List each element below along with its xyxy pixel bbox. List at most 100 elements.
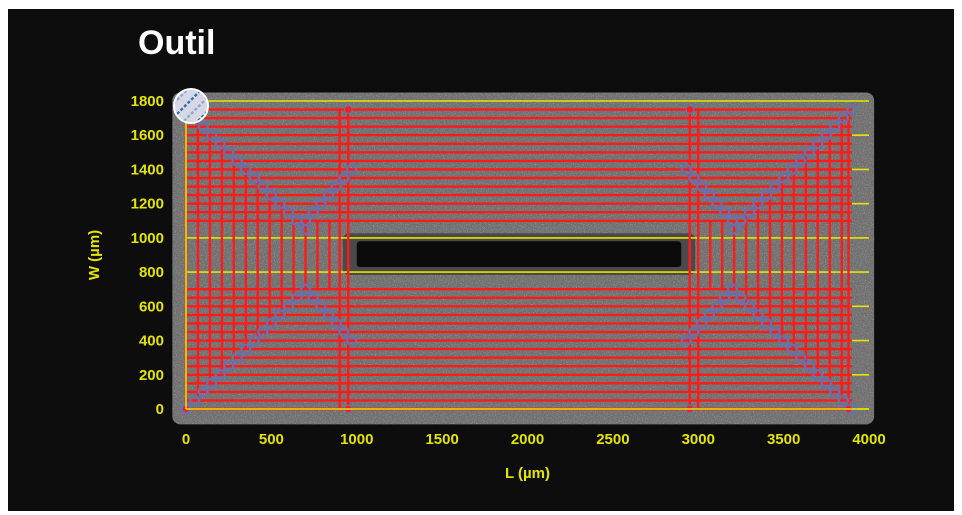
- x-tick-label: 1000: [340, 431, 373, 448]
- tool-icon-disc: [173, 88, 209, 124]
- toolpath-node: [735, 292, 747, 304]
- toolpath-node: [812, 369, 824, 381]
- toolpath-node: [307, 292, 319, 304]
- tool-icon-stroke: [175, 90, 200, 115]
- x-axis-label: L (µm): [505, 465, 550, 482]
- x-tick-label: 2000: [511, 431, 544, 448]
- x-tick-label: 3500: [767, 431, 800, 448]
- tool-icon: [173, 88, 209, 124]
- toolpath-node: [703, 309, 715, 321]
- toolpath-node: [743, 206, 756, 218]
- toolpath-node: [726, 283, 739, 295]
- toolpath-node: [688, 326, 700, 338]
- toolpath-node: [812, 138, 824, 150]
- toolpath-node: [346, 334, 358, 347]
- toolpath-node: [696, 180, 708, 193]
- toolpath-node: [778, 172, 790, 184]
- toolpath-node: [711, 300, 723, 312]
- toolpath-node: [338, 172, 350, 184]
- toolpath-node: [760, 189, 773, 201]
- toolpath-node: [223, 146, 235, 158]
- toolpath-node: [265, 189, 277, 201]
- toolpath-node: [703, 189, 715, 201]
- toolpath-node: [282, 300, 295, 312]
- toolpath-node: [778, 334, 790, 347]
- toolpath-node: [231, 352, 243, 364]
- toolpath-node: [795, 352, 807, 364]
- toolpath-node: [214, 369, 226, 381]
- toolpath-node: [231, 155, 243, 167]
- toolpath-node: [719, 292, 731, 304]
- toolpath-node: [803, 360, 815, 372]
- y-tick-label: 200: [139, 367, 164, 384]
- toolpath-node: [315, 198, 327, 210]
- toolpath-node: [299, 283, 312, 295]
- y-tick-label: 400: [139, 333, 164, 350]
- x-tick-label: 500: [259, 431, 284, 448]
- y-tick-label: 800: [139, 264, 164, 281]
- x-tick-label: 4000: [852, 431, 885, 448]
- y-tick-label: 1600: [131, 127, 164, 144]
- toolpath-endpoint: [685, 105, 695, 114]
- y-tick-label: 600: [139, 298, 164, 315]
- toolpath-node: [820, 129, 832, 141]
- tool-icon-stroke: [176, 91, 207, 122]
- toolpath-node: [188, 394, 201, 407]
- y-tick-label: 1000: [131, 230, 164, 247]
- toolpath-node: [240, 343, 252, 355]
- toolpath-node: [688, 172, 700, 184]
- toolpath-node: [274, 198, 286, 210]
- toolpath-node: [257, 180, 269, 193]
- toolpath-node: [197, 386, 209, 398]
- toolpath-node: [248, 172, 260, 184]
- toolpath-node: [786, 343, 798, 355]
- toolpath-node: [338, 326, 350, 338]
- toolpath-node: [760, 317, 773, 330]
- toolpath-node: [837, 394, 849, 407]
- y-tick-label: 1400: [131, 161, 164, 178]
- toolpath-node: [282, 206, 295, 218]
- toolpath-node: [214, 138, 226, 150]
- toolpath-node: [299, 215, 312, 227]
- toolpath-node: [240, 163, 252, 176]
- toolpath-node: [223, 360, 235, 372]
- tool-icon-stroke: [183, 98, 207, 122]
- x-tick-label: 1500: [425, 431, 458, 448]
- toolpath-node: [696, 317, 708, 330]
- toolpath-node: [197, 121, 209, 133]
- x-tick-label: 2500: [596, 431, 629, 448]
- toolpath-node: [803, 146, 815, 158]
- toolpath-node: [680, 163, 692, 176]
- toolpath-node: [206, 129, 218, 141]
- toolpath-node: [769, 180, 781, 193]
- toolpath-node: [322, 189, 335, 201]
- toolpath-node: [752, 309, 764, 321]
- toolpath-node: [820, 377, 832, 389]
- chart-title: Outil: [138, 24, 216, 62]
- y-tick-label: 1800: [131, 93, 164, 110]
- toolpath-node: [786, 163, 798, 176]
- toolpath-node: [711, 198, 723, 210]
- toolpath-node: [726, 215, 739, 227]
- toolpath-node: [307, 206, 319, 218]
- toolpath-node: [265, 317, 277, 330]
- toolpath-node: [680, 334, 692, 347]
- toolpath-node: [248, 334, 260, 347]
- toolpath-node: [752, 198, 764, 210]
- toolpath-node: [829, 386, 841, 398]
- y-axis-label: W (µm): [86, 230, 103, 280]
- toolpath-endpoint: [343, 105, 353, 114]
- cavity: [356, 241, 682, 267]
- toolpath-node: [206, 377, 218, 389]
- toolpath-node: [315, 300, 327, 312]
- y-tick-label: 0: [156, 401, 164, 418]
- toolpath-node: [769, 326, 781, 338]
- toolpath-node: [837, 112, 849, 124]
- toolpath-node: [829, 121, 841, 133]
- toolpath-node: [346, 163, 358, 176]
- toolpath-node: [330, 317, 342, 330]
- toolpath-node: [719, 206, 731, 218]
- y-tick-label: 1200: [131, 196, 164, 213]
